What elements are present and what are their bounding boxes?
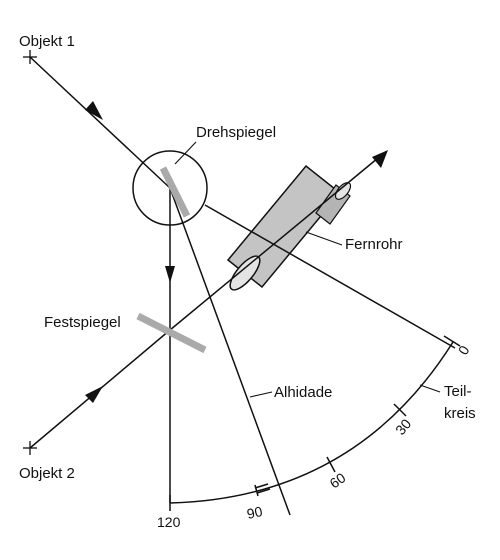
arrow-objekt2 (85, 386, 103, 403)
scale-ticks (169, 335, 461, 511)
object-markers (23, 50, 37, 455)
drehspiegel-circle (132, 150, 208, 226)
tick-0 (443, 335, 461, 347)
arrow-down (165, 266, 175, 283)
tick-label-0: 0 (455, 343, 473, 358)
tick-60 (326, 456, 336, 473)
tick-label-60: 60 (327, 469, 349, 491)
leader-drehspiegel (174, 141, 197, 165)
teilkreis-arc (169, 341, 454, 504)
label-objekt1: Objekt 1 (19, 33, 75, 50)
label-alhidade: Alhidade (274, 384, 332, 401)
leader-alhidade (249, 391, 273, 398)
tick-90-c (256, 488, 271, 494)
festspiegel-mirror (136, 312, 207, 354)
leader-lines (174, 141, 441, 398)
telescope (226, 164, 352, 291)
ray-objekt1 (29, 56, 171, 189)
label-teilkreis-2: kreis (444, 405, 476, 422)
label-teilkreis-1: Teil- (444, 383, 472, 400)
label-festspiegel: Festspiegel (44, 314, 121, 331)
leader-fernrohr (305, 231, 343, 246)
tick-label-30: 30 (392, 416, 414, 438)
leader-teilkreis (419, 384, 441, 393)
label-fernrohr: Fernrohr (345, 236, 403, 253)
ray-arrows (85, 101, 388, 403)
tick-90-a (254, 484, 259, 497)
tick-90-b (254, 483, 269, 489)
arrow-telescope-exit (372, 150, 388, 168)
alhidade-line (169, 187, 291, 516)
label-objekt2: Objekt 2 (19, 465, 75, 482)
zero-reference-line (204, 204, 456, 349)
label-drehspiegel: Drehspiegel (196, 124, 276, 141)
tick-label-90: 90 (245, 503, 264, 522)
drehspiegel-mirror (159, 166, 191, 218)
arrow-objekt1 (85, 101, 103, 120)
tick-label-120: 120 (157, 514, 181, 530)
telescope-eyepiece-rim (334, 182, 352, 200)
tick-30 (393, 403, 407, 417)
